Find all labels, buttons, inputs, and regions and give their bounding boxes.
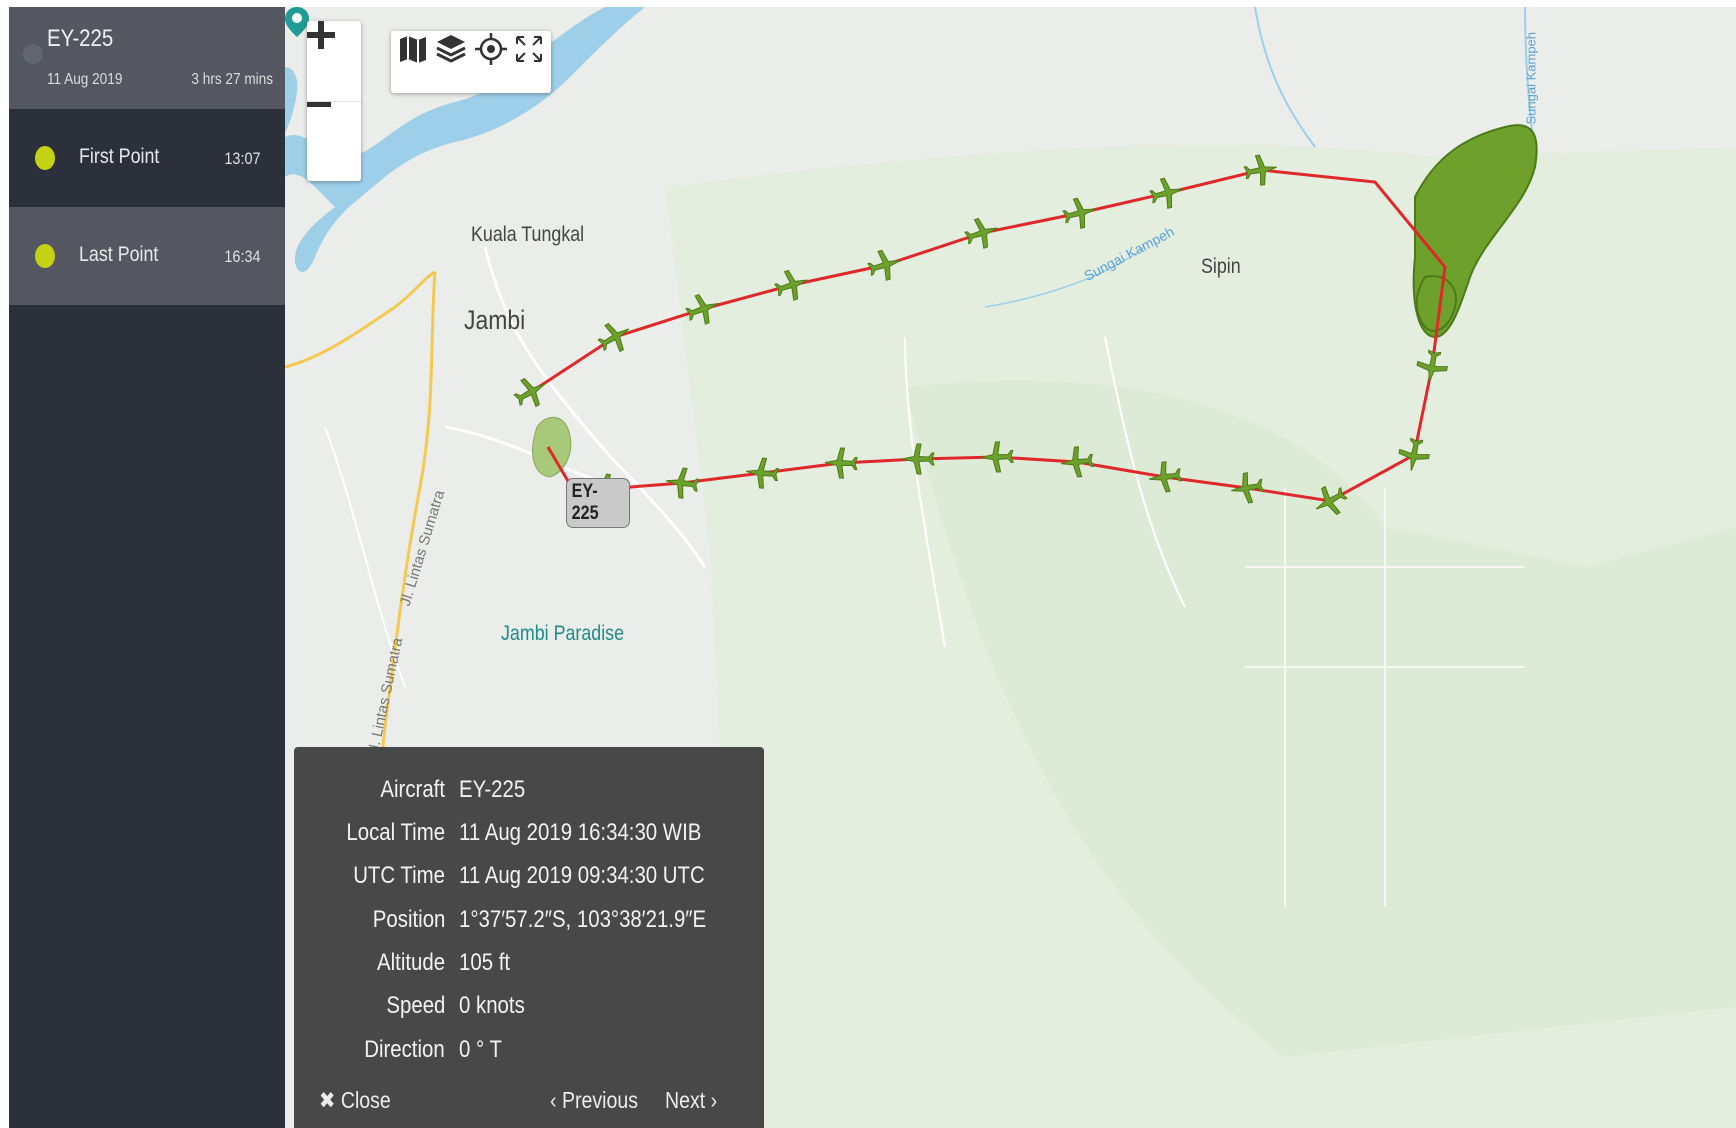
first-point-dot-icon bbox=[35, 146, 55, 170]
place-label-jambi: Jambi bbox=[464, 305, 526, 335]
place-label-sipin: Sipin bbox=[1201, 255, 1241, 278]
info-value-local-time: 11 Aug 2019 16:34:30 WIB bbox=[459, 819, 702, 846]
river bbox=[285, 7, 645, 272]
fullscreen-icon[interactable] bbox=[511, 31, 547, 67]
info-panel-footer: ✖ Close ‹ Previous Next › bbox=[294, 1087, 764, 1119]
info-row-aircraft: Aircraft EY-225 bbox=[294, 776, 764, 806]
info-key-utc-time: UTC Time bbox=[353, 862, 445, 889]
flight-date: 11 Aug 2019 bbox=[47, 71, 123, 88]
poi-label-jambi-paradise[interactable]: Jambi Paradise bbox=[501, 622, 625, 645]
minus-icon bbox=[307, 102, 331, 107]
app-window: EY-225 11 Aug 2019 3 hrs 27 mins First P… bbox=[9, 7, 1736, 1128]
poi-pin-icon[interactable] bbox=[285, 7, 309, 37]
layers-icon[interactable] bbox=[433, 31, 469, 67]
close-label: Close bbox=[340, 1087, 391, 1113]
info-key-altitude: Altitude bbox=[376, 949, 445, 976]
first-point-label: First Point bbox=[79, 145, 160, 168]
river-label-kampeh-right: Sungai Kampeh bbox=[1523, 31, 1539, 125]
previous-label: Previous bbox=[561, 1087, 639, 1113]
aircraft-info-panel: Aircraft EY-225 Local Time 11 Aug 2019 1… bbox=[294, 747, 764, 1128]
road-white bbox=[483, 246, 707, 568]
map-icon[interactable] bbox=[395, 31, 431, 67]
zoom-in-button[interactable] bbox=[307, 21, 361, 102]
aircraft-tag-label: EY-225 bbox=[571, 481, 599, 524]
plus-icon bbox=[307, 21, 335, 49]
zoom-control bbox=[307, 21, 361, 181]
next-label: Next bbox=[665, 1087, 706, 1113]
flight-duration: 3 hrs 27 mins bbox=[191, 71, 273, 88]
flight-status-dot bbox=[23, 44, 43, 64]
last-point-label: Last Point bbox=[79, 243, 159, 266]
info-row-speed: Speed 0 knots bbox=[294, 992, 764, 1022]
info-row-position: Position 1°37′57.2″S, 103°38′21.9″E bbox=[294, 906, 764, 936]
last-point-item[interactable]: Last Point 16:34 bbox=[9, 207, 285, 305]
info-row-altitude: Altitude 105 ft bbox=[294, 949, 764, 979]
next-button[interactable]: Next › bbox=[665, 1087, 717, 1114]
dense-marker-cluster bbox=[1412, 124, 1538, 339]
stream-3 bbox=[984, 246, 1146, 308]
info-key-position: Position bbox=[372, 906, 445, 933]
locate-icon[interactable] bbox=[473, 31, 509, 67]
close-icon: ✖ bbox=[319, 1087, 336, 1113]
info-value-speed: 0 knots bbox=[459, 992, 525, 1019]
river-bank bbox=[285, 67, 298, 132]
last-point-time: 16:34 bbox=[224, 247, 261, 266]
first-point-time: 13:07 bbox=[224, 149, 261, 168]
info-key-aircraft: Aircraft bbox=[380, 776, 445, 803]
info-key-local-time: Local Time bbox=[346, 819, 445, 846]
place-label-kuala-tungkal: Kuala Tungkal bbox=[471, 223, 585, 246]
road-white-3 bbox=[324, 426, 406, 688]
info-value-altitude: 105 ft bbox=[459, 949, 511, 976]
info-row-utc-time: UTC Time 11 Aug 2019 09:34:30 UTC bbox=[294, 862, 764, 892]
info-key-direction: Direction bbox=[364, 1036, 445, 1063]
previous-button[interactable]: ‹ Previous bbox=[550, 1087, 638, 1114]
road-yellow bbox=[285, 270, 436, 369]
aircraft-tag[interactable]: EY-225 bbox=[566, 478, 630, 528]
sidebar: EY-225 11 Aug 2019 3 hrs 27 mins First P… bbox=[9, 7, 285, 1128]
info-value-utc-time: 11 Aug 2019 09:34:30 UTC bbox=[459, 862, 705, 889]
last-point-dot-icon bbox=[35, 244, 55, 268]
map-toolbar bbox=[391, 31, 551, 93]
stream bbox=[1254, 7, 1316, 148]
vegetation-area-2 bbox=[905, 380, 1736, 1057]
info-row-local-time: Local Time 11 Aug 2019 16:34:30 WIB bbox=[294, 819, 764, 849]
road-white-4 bbox=[904, 336, 946, 648]
departure-cluster bbox=[532, 417, 572, 478]
chevron-right-icon: › bbox=[710, 1087, 718, 1113]
info-key-speed: Speed bbox=[386, 992, 445, 1019]
chevron-left-icon: ‹ bbox=[550, 1087, 557, 1113]
info-row-direction: Direction 0 ° T bbox=[294, 1036, 764, 1066]
zoom-out-button[interactable] bbox=[307, 101, 361, 181]
info-value-position: 1°37′57.2″S, 103°38′21.9″E bbox=[459, 906, 707, 933]
close-button[interactable]: ✖ Close bbox=[319, 1087, 391, 1114]
info-value-direction: 0 ° T bbox=[459, 1036, 502, 1063]
flight-title: EY-225 bbox=[47, 25, 114, 52]
flight-map[interactable]: Kuala Tungkal Jambi Sipin Sungai Kampeh … bbox=[285, 7, 1736, 1128]
first-point-item[interactable]: First Point 13:07 bbox=[9, 109, 285, 207]
flight-header[interactable]: EY-225 11 Aug 2019 3 hrs 27 mins bbox=[9, 7, 285, 109]
info-value-aircraft: EY-225 bbox=[459, 776, 526, 803]
road-white-5 bbox=[1104, 336, 1186, 608]
